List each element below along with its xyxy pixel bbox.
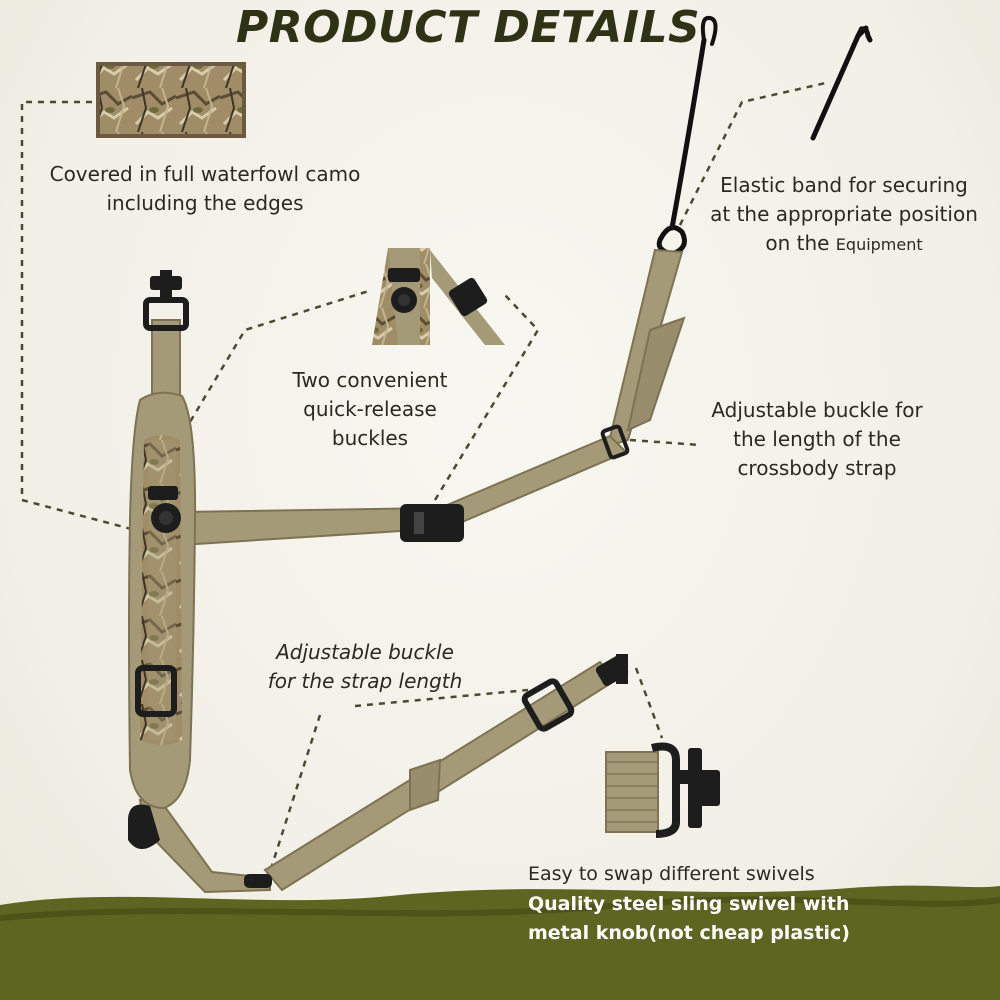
callout-crossbody-line: the length of the — [733, 427, 901, 451]
callout-swivel-quality-line: Quality steel sling swivel with — [528, 893, 850, 915]
callout-elastic-line: Elastic band for securing — [720, 173, 968, 197]
callout-camo-line: Covered in full waterfowl camo — [49, 162, 361, 186]
grass-texture — [0, 896, 1000, 921]
callout-buckles-line: Two convenient — [292, 368, 448, 392]
callout-buckles-line: quick-release — [303, 397, 437, 421]
callout-strap-length-line: Adjustable buckle — [276, 640, 454, 664]
callout-elastic-small: Equipment — [835, 235, 923, 254]
callout-swivel-quality: Quality steel sling swivel with metal kn… — [528, 890, 928, 948]
callout-strap-length: Adjustable buckle for the strap length — [235, 638, 495, 696]
callout-crossbody-line: Adjustable buckle for — [711, 398, 923, 422]
callout-elastic: Elastic band for securing at the appropr… — [688, 171, 1000, 259]
callout-swivel-swap: Easy to swap different swivels — [528, 863, 815, 885]
quick-release-buckle-icon — [372, 248, 505, 345]
callout-elastic-line: on the Equipment — [688, 229, 1000, 259]
elastic-cord — [656, 15, 718, 257]
sling-hardware — [128, 270, 630, 888]
callout-strap-length-line: for the strap length — [267, 669, 463, 693]
callout-buckles: Two convenient quick-release buckles — [250, 366, 490, 453]
callout-crossbody: Adjustable buckle for the length of the … — [662, 396, 972, 483]
camo-swatch-icon — [96, 62, 246, 138]
callout-camo-line: including the edges — [106, 191, 304, 215]
callout-elastic-text: on the — [765, 231, 836, 255]
page-title: PRODUCT DETAILS — [236, 2, 701, 53]
sling-swivel-icon — [605, 742, 720, 838]
elastic-loop-icon — [810, 25, 873, 141]
callout-camo: Covered in full waterfowl camo including… — [20, 160, 390, 218]
callout-buckles-line: buckles — [331, 426, 409, 450]
leader-lines — [20, 80, 831, 879]
shoulder-pad — [128, 391, 197, 810]
callout-crossbody-line: crossbody strap — [737, 456, 897, 480]
callout-elastic-line: at the appropriate position — [710, 202, 978, 226]
sling-webbing — [138, 248, 686, 894]
callout-swivel-quality-line: metal knob(not cheap plastic) — [528, 922, 850, 944]
